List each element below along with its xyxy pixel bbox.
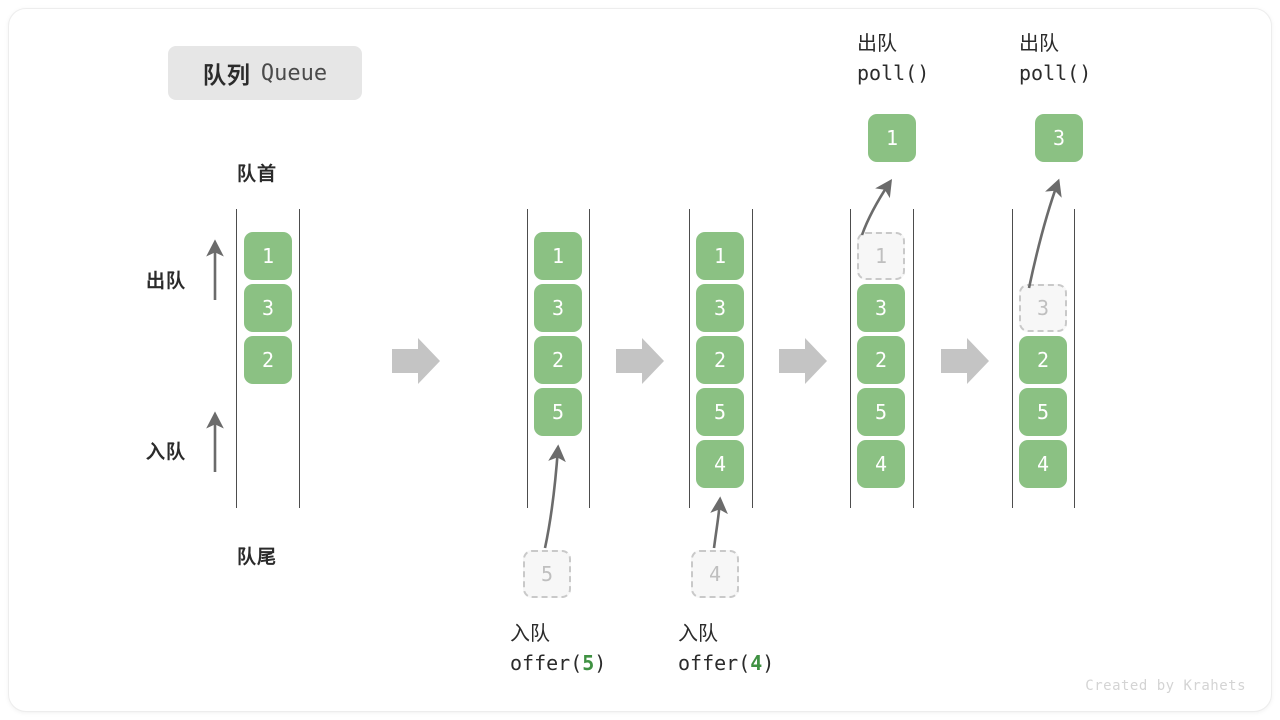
caption-code: offer(5) [510,651,607,675]
queue-rail-right-col4 [913,209,914,508]
column-caption-poll-1: 出队 poll() [857,30,929,88]
caption-cn: 入队 [678,623,718,645]
column-caption-poll-3: 出队 poll() [1019,30,1091,88]
caption-code: offer(4) [678,651,775,675]
dequeue-curve-arrow-1 [860,178,893,236]
caption-code: poll() [857,61,930,85]
step-arrow-1 [392,338,440,384]
queue-rail-right-col5 [1074,209,1075,508]
caption-arg: 5 [582,651,595,675]
dequeue-curve-arrow-3 [1027,178,1062,289]
step-arrow-2 [616,338,664,384]
queue-rail-left-col1 [236,209,237,508]
queue-rail-right-col2 [589,209,590,508]
queue-rail-left-col4 [850,209,851,508]
queue-cell: 3 [857,284,905,332]
queue-rail-left-col5 [1012,209,1013,508]
column-caption-offer-5: 入队 offer(5) [510,620,606,678]
queue-head-label: 队首 [237,164,278,185]
queue-cell: 2 [244,336,292,384]
queue-cell: 5 [534,388,582,436]
step-arrow-3 [779,338,827,384]
queue-cell: 4 [857,440,905,488]
pending-enqueue-cell: 4 [691,550,739,598]
queue-cell: 2 [696,336,744,384]
ejected-cell: 1 [868,114,916,162]
queue-cell: 1 [244,232,292,280]
caption-cn: 出队 [857,33,897,55]
queue-cell: 5 [1019,388,1067,436]
queue-cell: 2 [857,336,905,384]
watermark: Created by Krahets [1085,678,1246,694]
column-caption-offer-4: 入队 offer(4) [678,620,774,678]
queue-rail-right-col1 [299,209,300,508]
queue-cell: 2 [534,336,582,384]
step-arrow-4 [941,338,989,384]
title-cn: 队列 [202,62,251,88]
pending-enqueue-cell: 5 [523,550,571,598]
title-en: Queue [260,60,328,86]
caption-cn: 出队 [1019,33,1059,55]
queue-cell: 1 [696,232,744,280]
queue-cell: 5 [857,388,905,436]
queue-rail-right-col3 [752,209,753,508]
enqueue-curve-arrow-5 [543,444,566,549]
queue-cell-removed: 1 [857,232,905,280]
queue-cell: 3 [244,284,292,332]
queue-rail-left-col2 [527,209,528,508]
queue-rail-left-col3 [689,209,690,508]
ejected-cell: 3 [1035,114,1083,162]
queue-cell: 3 [696,284,744,332]
enqueue-side-label: 入队 [146,442,187,463]
queue-cell: 4 [1019,440,1067,488]
queue-cell: 4 [696,440,744,488]
caption-arg: 4 [750,651,763,675]
title-badge: 队列 Queue [168,46,362,100]
enqueue-curve-arrow-4 [710,496,728,549]
queue-cell: 5 [696,388,744,436]
queue-cell-removed: 3 [1019,284,1067,332]
queue-cell: 1 [534,232,582,280]
caption-code: poll() [1019,61,1092,85]
queue-cell: 3 [534,284,582,332]
dequeue-side-label: 出队 [146,271,187,292]
caption-cn: 入队 [510,623,550,645]
queue-tail-label: 队尾 [237,547,278,568]
queue-cell: 2 [1019,336,1067,384]
